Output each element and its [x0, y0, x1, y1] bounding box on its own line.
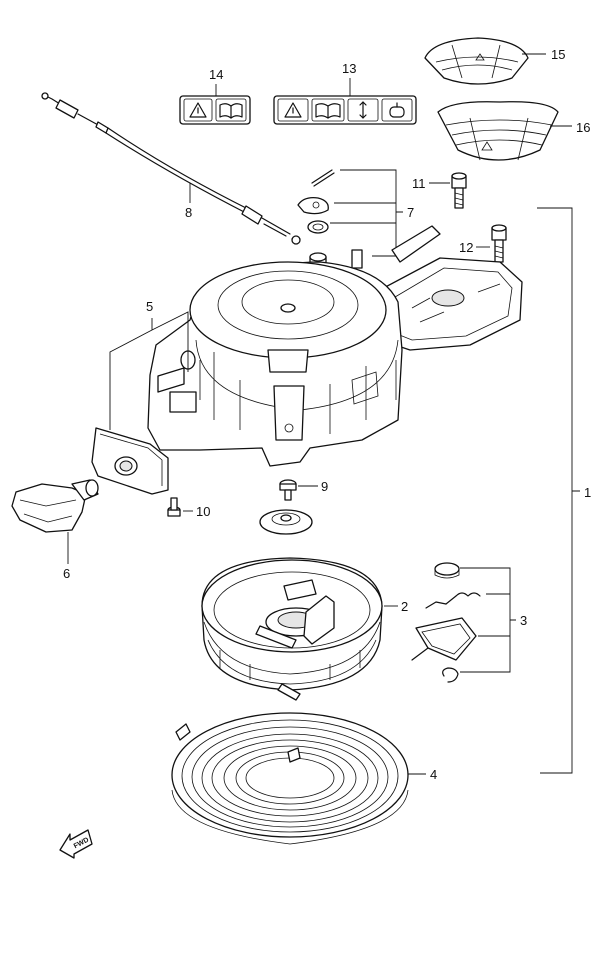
part-4-recoil-spring [171, 712, 409, 845]
callout-14: 14 [209, 67, 223, 82]
part-16-label-arc-large [437, 101, 559, 161]
leader-1 [537, 207, 580, 774]
callout-4: 4 [430, 767, 437, 782]
warning-triangle-icon [189, 102, 207, 118]
callout-13: 13 [342, 61, 356, 76]
callout-7: 7 [407, 205, 414, 220]
manual-book-icon [219, 103, 243, 119]
leader-7 [330, 169, 403, 257]
part-1-starter-housing [147, 225, 523, 467]
part-11-bolt [451, 172, 467, 209]
callout-5: 5 [146, 299, 153, 314]
part-center-washer [259, 509, 313, 535]
callout-9: 9 [321, 479, 328, 494]
leader-3 [460, 567, 516, 673]
callout-2: 2 [401, 599, 408, 614]
part-10-screw [167, 497, 181, 517]
callout-15: 15 [551, 47, 565, 62]
part-2-reel [201, 557, 383, 701]
leader-5 [109, 311, 189, 430]
part-15-label-arc-small [424, 37, 529, 85]
callout-1: 1 [584, 485, 591, 500]
part-3-spring-kit [411, 562, 481, 683]
fwd-arrow-icon: FWD [59, 829, 93, 859]
part-12-bolt [491, 224, 507, 263]
part-8-cable [41, 92, 301, 245]
warning-triangle-icon [284, 102, 302, 118]
part-13-warning-label [273, 95, 417, 125]
part-7-linkage-parts [297, 169, 363, 274]
part-5-rope-guide [91, 427, 169, 495]
callout-11: 11 [412, 176, 426, 191]
callout-8: 8 [185, 205, 192, 220]
callout-10: 10 [196, 504, 210, 519]
callout-3: 3 [520, 613, 527, 628]
part-9-screw [279, 479, 297, 501]
callout-6: 6 [63, 566, 70, 581]
callout-16: 16 [576, 120, 590, 135]
part-6-starter-handle [11, 479, 99, 533]
pull-handle-icon [389, 102, 405, 118]
up-down-arrow-icon [359, 101, 367, 119]
manual-book-icon [315, 103, 341, 119]
part-14-warning-label [179, 95, 251, 125]
callout-12: 12 [459, 240, 473, 255]
